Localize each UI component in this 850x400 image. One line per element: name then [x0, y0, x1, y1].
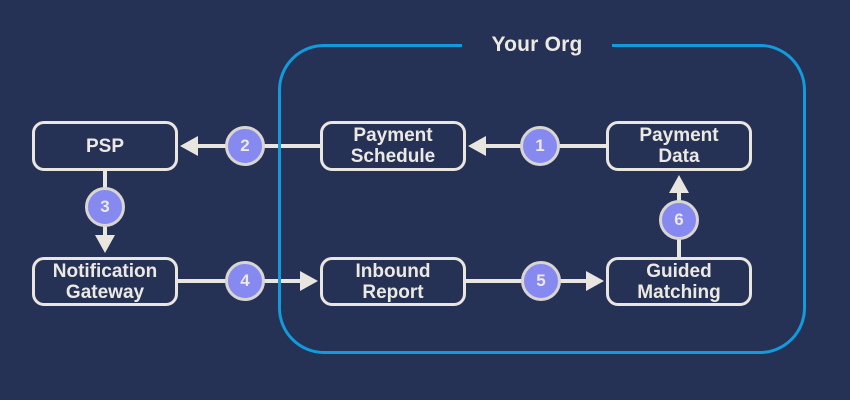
step-badge-5: 5: [521, 261, 561, 301]
node-payment-data: Payment Data: [606, 121, 752, 171]
node-payment-data-label: Payment Data: [639, 125, 719, 167]
node-inbound-report: Inbound Report: [320, 257, 466, 306]
edge-2-arrowhead-left-icon: [180, 136, 198, 156]
edge-4-arrowhead-right-icon: [300, 271, 318, 291]
node-guided-matching-label: Guided Matching: [637, 260, 721, 303]
step-badge-3: 3: [85, 187, 125, 227]
node-payment-schedule: Payment Schedule: [320, 121, 466, 171]
step-number-5: 5: [536, 271, 546, 290]
step-number-2: 2: [240, 136, 250, 155]
step-badge-4: 4: [225, 261, 265, 301]
step-badge-1: 1: [520, 126, 560, 166]
step-number-1: 1: [535, 136, 545, 155]
edge-1-arrowhead-left-icon: [468, 136, 486, 156]
step-badge-2: 2: [225, 126, 265, 166]
node-inbound-report-label: Inbound Report: [355, 260, 431, 303]
step-number-3: 3: [100, 197, 110, 216]
step-badge-6: 6: [659, 200, 699, 240]
step-number-6: 6: [674, 210, 684, 229]
node-guided-matching: Guided Matching: [606, 257, 752, 306]
step-number-4: 4: [240, 271, 250, 290]
node-psp-label: PSP: [85, 135, 125, 157]
node-notification-gateway: Notification Gateway: [32, 257, 178, 306]
edge-3-arrowhead-down-icon: [95, 235, 115, 253]
node-psp: PSP: [32, 121, 178, 171]
edge-6-arrowhead-up-icon: [669, 175, 689, 193]
node-payment-schedule-label: Payment Schedule: [350, 125, 436, 167]
your-org-boundary: [278, 44, 806, 354]
edge-5-arrowhead-right-icon: [586, 271, 604, 291]
node-notification-gateway-label: Notification Gateway: [52, 260, 158, 303]
your-org-label: Your Org: [462, 30, 612, 60]
